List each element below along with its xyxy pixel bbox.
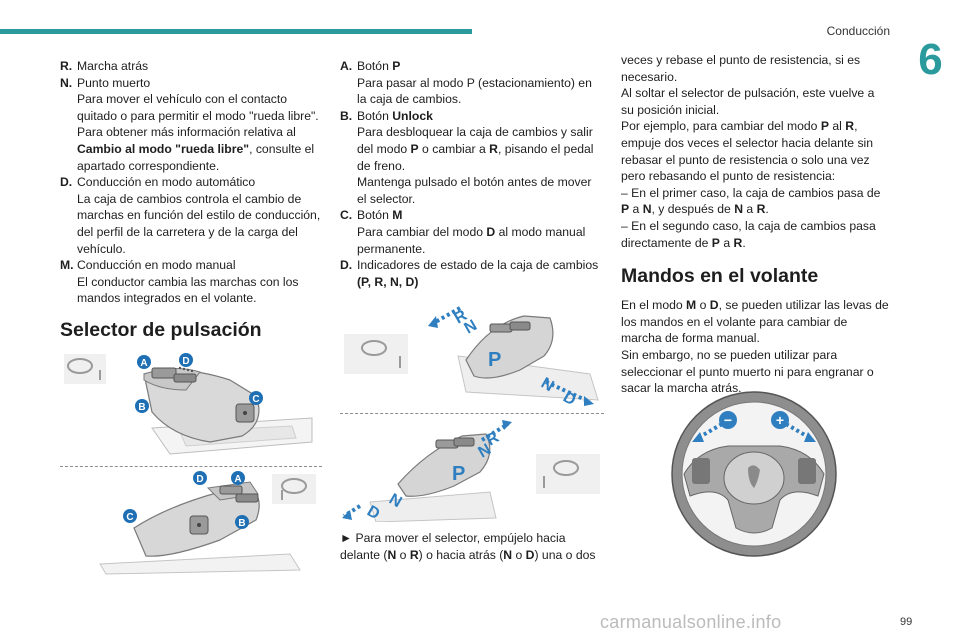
peugeot-logo-icon: [748, 465, 760, 488]
svg-text:B: B: [238, 518, 245, 529]
list-item: D. Conducción en modo automático La caja…: [60, 175, 321, 256]
page-number: 99: [900, 616, 913, 628]
svg-text:D: D: [196, 474, 203, 485]
svg-text:D: D: [182, 356, 189, 367]
column-1: R. Marcha atrás N. Punto muerto Para mov…: [60, 58, 322, 307]
callout-b: B: [235, 515, 249, 529]
list-item: M. Conducción en modo manual El conducto…: [60, 258, 299, 306]
svg-text:N: N: [462, 317, 481, 338]
svg-text:+: +: [776, 412, 784, 428]
section-heading-selector: Selector de pulsación: [60, 319, 262, 341]
steering-wheel-icon: [64, 354, 106, 384]
p-button-shape: [151, 367, 177, 379]
selector-push-back-figure: R N P N D: [342, 420, 600, 522]
steering-wheel-icon: [272, 474, 316, 504]
svg-text:P: P: [488, 349, 501, 371]
list-item: N. Punto muerto Para mover el vehículo c…: [60, 75, 319, 173]
callout-b: B: [135, 399, 149, 413]
steering-wheel-paddles-figure: − +: [671, 391, 837, 557]
selector-figure-2: D A C B: [99, 471, 316, 575]
svg-text:−: −: [724, 412, 732, 428]
svg-text:P: P: [452, 463, 465, 485]
callout-d: D: [179, 353, 193, 367]
watermark: carmanualsonline.info: [600, 612, 782, 632]
section-heading-mandos: Mandos en el volante: [621, 265, 819, 288]
chapter-title: Conducción: [826, 24, 890, 38]
callout-a: A: [137, 355, 151, 369]
header-rule: [0, 29, 472, 34]
list-item: D. Indicadores de estado de la caja de c…: [340, 258, 599, 289]
callout-a: A: [231, 471, 245, 485]
column-2: A. Botón P Para pasar al modo P (estacio…: [340, 58, 604, 290]
svg-text:A: A: [234, 474, 241, 485]
svg-text:C: C: [126, 512, 133, 523]
svg-text:A: A: [140, 358, 147, 369]
bullet-instruction: ► Para mover el selector, empújelo hacia…: [340, 531, 596, 562]
list-item: A. Botón P Para pasar al modo P (estacio…: [340, 59, 592, 107]
status-dots: [178, 366, 194, 373]
figure-divider: [60, 466, 322, 467]
callout-d: D: [193, 471, 207, 485]
figure-divider: [340, 413, 604, 414]
callout-c: C: [249, 391, 263, 405]
steering-wheel-icon: [536, 454, 600, 494]
svg-text:B: B: [138, 402, 145, 413]
svg-text:C: C: [252, 394, 259, 405]
selector-push-forward-figure: R N P N D: [344, 306, 599, 409]
list-item: B. Botón Unlock Para desbloquear la caja…: [340, 108, 594, 206]
selector-figure-1: A D C B: [64, 353, 313, 455]
plus-paddle-icon: +: [771, 411, 789, 429]
steering-wheel-icon: [344, 334, 408, 374]
unlock-button-shape: [173, 373, 197, 383]
list-item: C. Botón M Para cambiar del modo D al mo…: [340, 208, 586, 256]
chapter-number: 6: [918, 35, 943, 84]
column-3: veces y rebase el punto de resistencia, …: [621, 53, 889, 396]
callout-c: C: [123, 509, 137, 523]
list-item: R. Marcha atrás: [60, 59, 149, 73]
minus-paddle-icon: −: [719, 411, 737, 429]
